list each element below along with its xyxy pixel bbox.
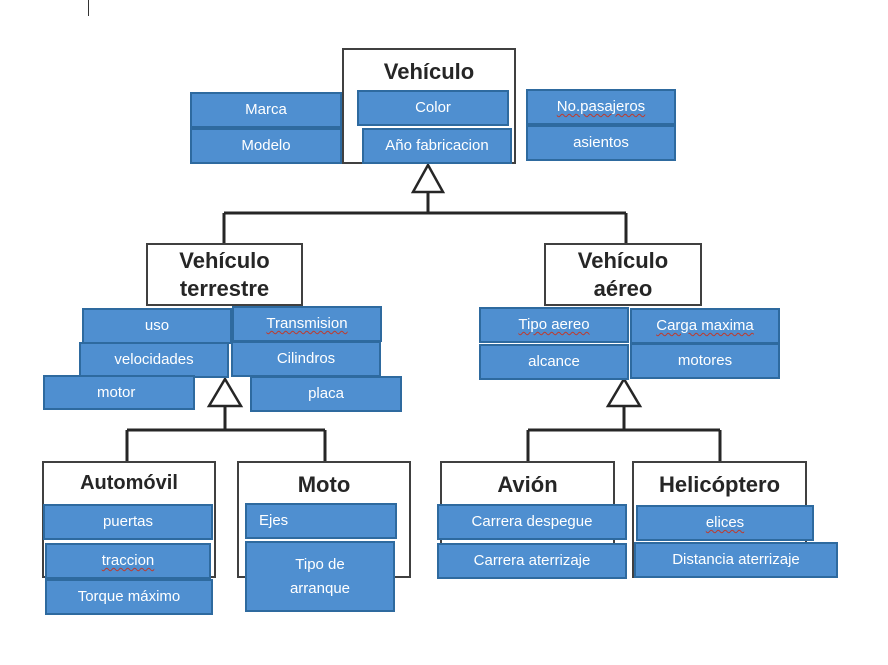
attribute-transmision: Transmision: [232, 306, 382, 342]
attribute-ejes: Ejes: [245, 503, 397, 539]
attribute-transmision-text: Transmision: [266, 315, 348, 332]
class-automovil-title: Automóvil: [80, 472, 178, 494]
attribute-traccion-text: traccion: [101, 552, 155, 569]
attribute-carga-maxima-text: Carga maxima: [656, 317, 754, 334]
attribute-modelo: Modelo: [190, 128, 342, 164]
class-vehiculo-aereo: Vehículo aéreo: [544, 243, 702, 306]
attribute-motor: motor: [43, 375, 195, 410]
attribute-torque-maximo: Torque máximo: [45, 579, 213, 615]
class-vehiculo-terrestre: Vehículo terrestre: [146, 243, 303, 306]
attribute-traccion: traccion: [45, 543, 211, 579]
attribute-motores: motores: [630, 343, 780, 379]
class-aereo-title-line2: aéreo: [593, 275, 653, 301]
class-terrestre-title-line1: Vehículo: [179, 248, 270, 273]
attribute-alcance: alcance: [479, 344, 629, 380]
attribute-uso: uso: [82, 308, 232, 344]
attribute-puertas: puertas: [43, 504, 213, 540]
attribute-carga-maxima: Carga maxima: [630, 308, 780, 344]
attribute-no-pasajeros-text: No.pasajeros: [556, 98, 646, 115]
attribute-elices: elices: [636, 505, 814, 541]
attribute-tipo-de-arranque: Tipo de arranque: [245, 541, 395, 612]
attribute-carrera-despegue: Carrera despegue: [437, 504, 627, 540]
class-aereo-title-line1: Vehículo: [577, 248, 669, 273]
attribute-marca: Marca: [190, 92, 342, 128]
class-helicoptero-title: Helicóptero: [658, 472, 781, 497]
text-cursor: [88, 0, 89, 16]
attribute-ano-fabricacion: Año fabricacion: [362, 128, 512, 164]
attribute-distancia-aterrizaje: Distancia aterrizaje: [634, 542, 838, 578]
attribute-placa: placa: [250, 376, 402, 412]
attribute-cilindros: Cilindros: [231, 341, 381, 377]
inheritance-triangle-aereo: [605, 376, 643, 408]
class-vehiculo-title: Vehículo: [383, 59, 475, 84]
attribute-elices-text: elices: [705, 514, 745, 531]
attribute-asientos: asientos: [526, 125, 676, 161]
attribute-tipo-aereo-text: Tipo aereo: [518, 316, 590, 333]
class-moto-title: Moto: [297, 472, 351, 497]
class-terrestre-title-line2: terrestre: [179, 275, 270, 301]
attribute-velocidades: velocidades: [79, 342, 229, 378]
attribute-carrera-aterrizaje: Carrera aterrizaje: [437, 543, 627, 579]
class-avion-title: Avión: [497, 472, 558, 497]
attribute-no-pasajeros: No.pasajeros: [526, 89, 676, 125]
inheritance-triangle-terrestre: [206, 376, 244, 408]
attribute-tipo-aereo: Tipo aereo: [479, 307, 629, 343]
attribute-color: Color: [357, 90, 509, 126]
inheritance-triangle-vehiculo: [410, 162, 446, 194]
